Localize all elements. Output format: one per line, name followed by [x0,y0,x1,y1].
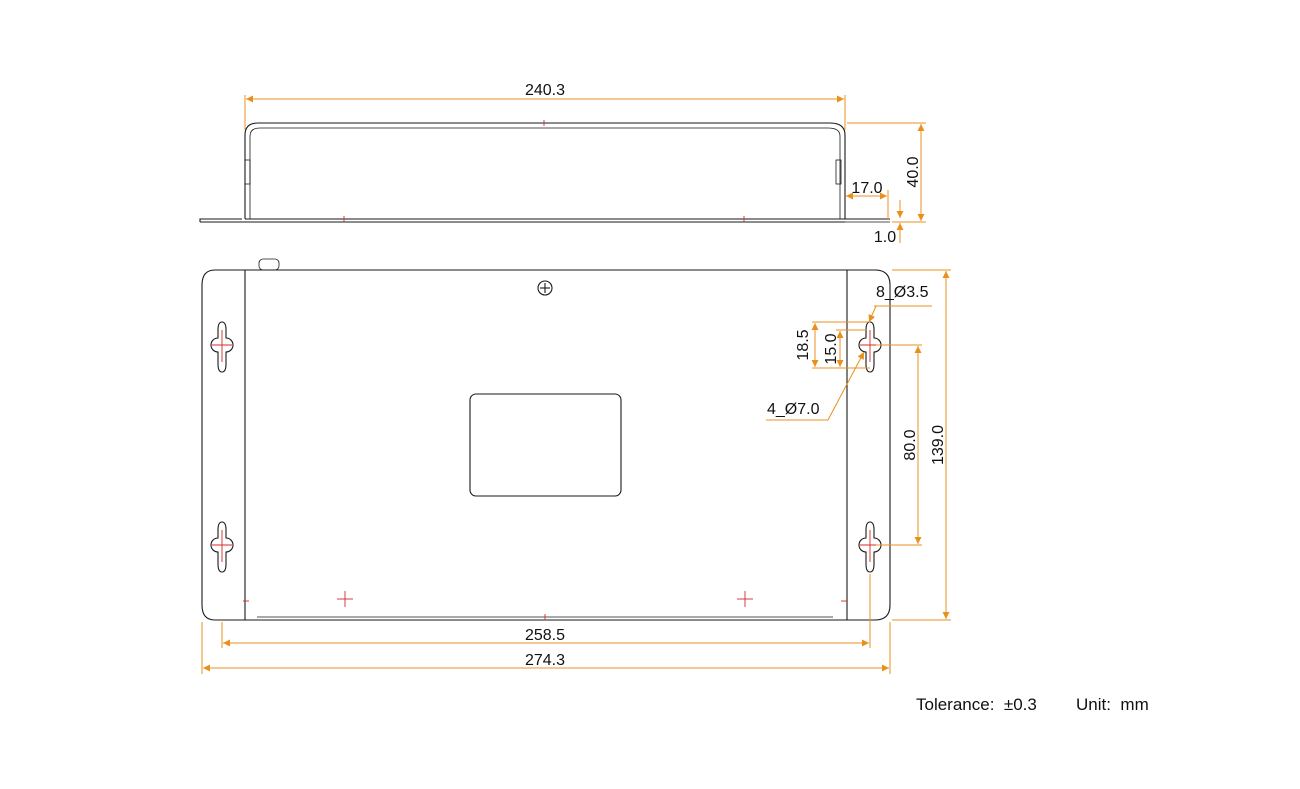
mount-slot-bottom-right [858,521,882,573]
unit-label: Unit: [1076,695,1111,714]
center-marks [243,591,847,620]
dim-thickness: 1.0 [874,229,896,246]
side-dimensions [244,95,926,243]
label-window [469,393,622,497]
mount-slot-top-left [210,321,234,373]
dim-hole-spacing-h: 258.5 [525,627,565,644]
dim-height: 40.0 [905,156,922,187]
dim-hole-spacing-v: 80.0 [902,429,919,460]
dim-slot-length: 18.5 [795,329,812,360]
screw-icon [537,280,553,296]
unit-value: mm [1120,695,1149,714]
tolerance-note: Tolerance: ±0.3 [916,695,1037,715]
tolerance-value: ±0.3 [1003,695,1037,714]
dim-slot-center: 15.0 [823,333,840,364]
dim-slot-hole: 8_Ø3.5 [876,284,929,301]
side-view [199,120,890,223]
unit-note: Unit: mm [1076,695,1149,715]
dim-mount-hole: 4_Ø7.0 [767,401,820,418]
top-view [201,258,891,621]
dim-top-length: 240.3 [525,82,565,99]
dim-flange-width: 17.0 [851,180,882,197]
dim-total-width: 274.3 [525,652,565,669]
dim-total-height: 139.0 [930,425,947,465]
connector-nub [258,258,280,271]
top-dimensions [201,269,951,674]
mount-slot-bottom-left [210,521,234,573]
tolerance-label: Tolerance: [916,695,995,714]
